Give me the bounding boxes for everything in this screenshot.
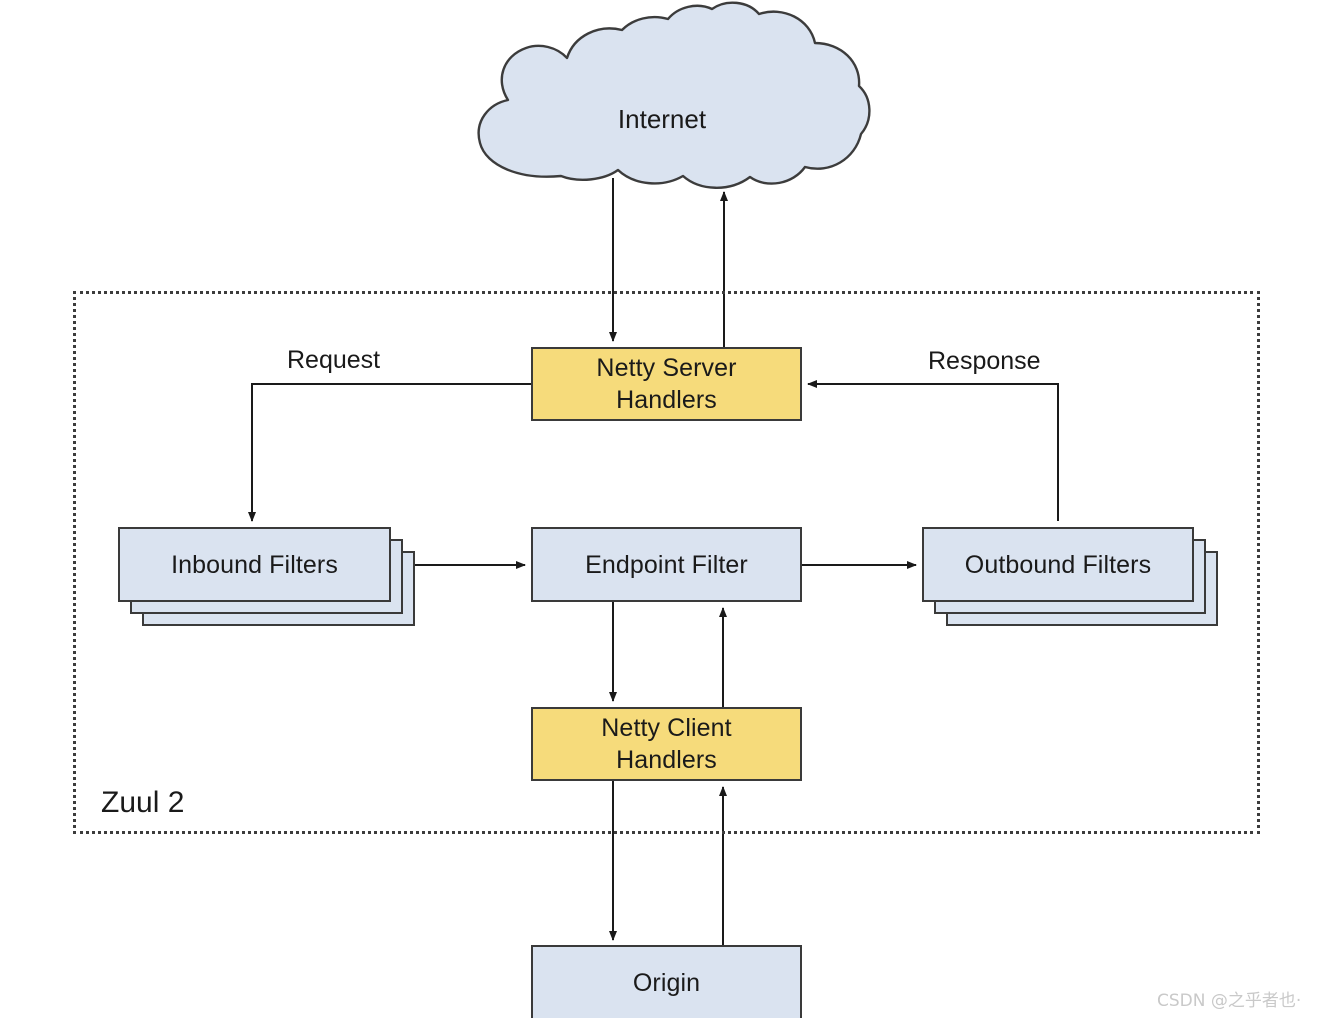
- endpoint-filter-label: Endpoint Filter: [585, 550, 748, 579]
- response-edge-label: Response: [928, 347, 1041, 375]
- node-origin[interactable]: Origin: [531, 945, 802, 1018]
- inbound-filters-label: Inbound Filters: [171, 550, 338, 579]
- node-outbound-filters[interactable]: Outbound Filters: [922, 527, 1194, 602]
- outbound-filters-label: Outbound Filters: [964, 550, 1152, 579]
- csdn-watermark: CSDN @之乎者也·: [1157, 991, 1302, 1011]
- zuul-boundary: [73, 291, 1260, 834]
- netty-client-handlers-line1: Netty Client: [601, 714, 732, 742]
- node-inbound-filters[interactable]: Inbound Filters: [118, 527, 391, 602]
- origin-label: Origin: [632, 968, 701, 997]
- internet-label: Internet: [617, 104, 707, 134]
- node-endpoint-filter[interactable]: Endpoint Filter: [531, 527, 802, 602]
- netty-client-handlers-line2: Handlers: [616, 746, 717, 774]
- request-edge-label: Request: [287, 346, 381, 374]
- zuul-zone-label: Zuul 2: [101, 786, 185, 819]
- node-netty-client-handlers[interactable]: Netty Client Handlers: [531, 707, 802, 781]
- netty-server-handlers-line1: Netty Server: [596, 354, 737, 382]
- arrow-response: [807, 380, 1059, 521]
- internet-cloud-shape: [477, 1, 871, 189]
- arrow-request: [248, 383, 531, 522]
- netty-server-handlers-line2: Handlers: [616, 386, 717, 414]
- node-netty-server-handlers[interactable]: Netty Server Handlers: [531, 347, 802, 421]
